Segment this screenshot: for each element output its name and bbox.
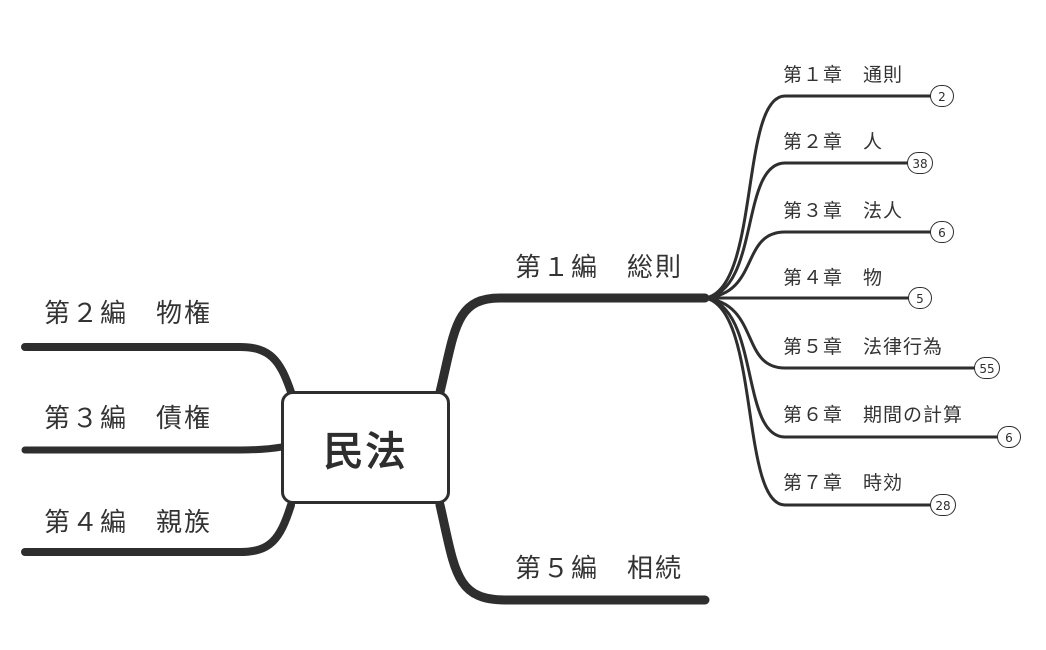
count-badge-chapter-4[interactable]: 5 — [908, 287, 932, 309]
root-label: 民法 — [323, 428, 408, 475]
part-label-succession[interactable]: 第５編 相続 — [515, 554, 684, 584]
connector-chapter-5 — [703, 296, 977, 370]
connector-chapter-3 — [703, 230, 932, 300]
connector-root-part2 — [21, 343, 295, 396]
connector-root-part5 — [435, 500, 710, 605]
chapter-label-7[interactable]: 第７章 時効 — [783, 472, 904, 494]
chapter-label-2[interactable]: 第２章 人 — [783, 131, 884, 153]
connector-chapter-2 — [703, 161, 910, 300]
chapter-label-3[interactable]: 第３章 法人 — [783, 200, 904, 222]
part-label-real-rights[interactable]: 第２編 物権 — [44, 299, 213, 329]
count-badge-chapter-2[interactable]: 38 — [907, 152, 933, 174]
part-label-relatives[interactable]: 第４編 親族 — [44, 508, 213, 538]
chapter-label-5[interactable]: 第５章 法律行為 — [783, 336, 944, 358]
connector-root-part1 — [435, 293, 710, 397]
connector-root-part3 — [21, 443, 286, 454]
connector-root-part4 — [21, 501, 295, 556]
chapter-label-4[interactable]: 第４章 物 — [783, 267, 884, 289]
connector-chapter-1 — [703, 94, 932, 300]
connector-chapter-7 — [703, 296, 932, 507]
count-badge-chapter-1[interactable]: 2 — [930, 85, 954, 107]
chapter-label-1[interactable]: 第１章 通則 — [783, 64, 904, 86]
count-badge-chapter-6[interactable]: 6 — [997, 426, 1021, 448]
connector-chapter-6 — [703, 296, 1000, 439]
part-label-claims[interactable]: 第３編 債権 — [44, 404, 213, 434]
count-badge-chapter-5[interactable]: 55 — [974, 357, 1000, 379]
part-label-general-provisions[interactable]: 第１編 総則 — [515, 253, 684, 283]
root-node[interactable]: 民法 — [281, 391, 450, 504]
chapter-label-6[interactable]: 第６章 期間の計算 — [783, 404, 964, 426]
count-badge-chapter-3[interactable]: 6 — [930, 221, 954, 243]
count-badge-chapter-7[interactable]: 28 — [930, 494, 956, 516]
